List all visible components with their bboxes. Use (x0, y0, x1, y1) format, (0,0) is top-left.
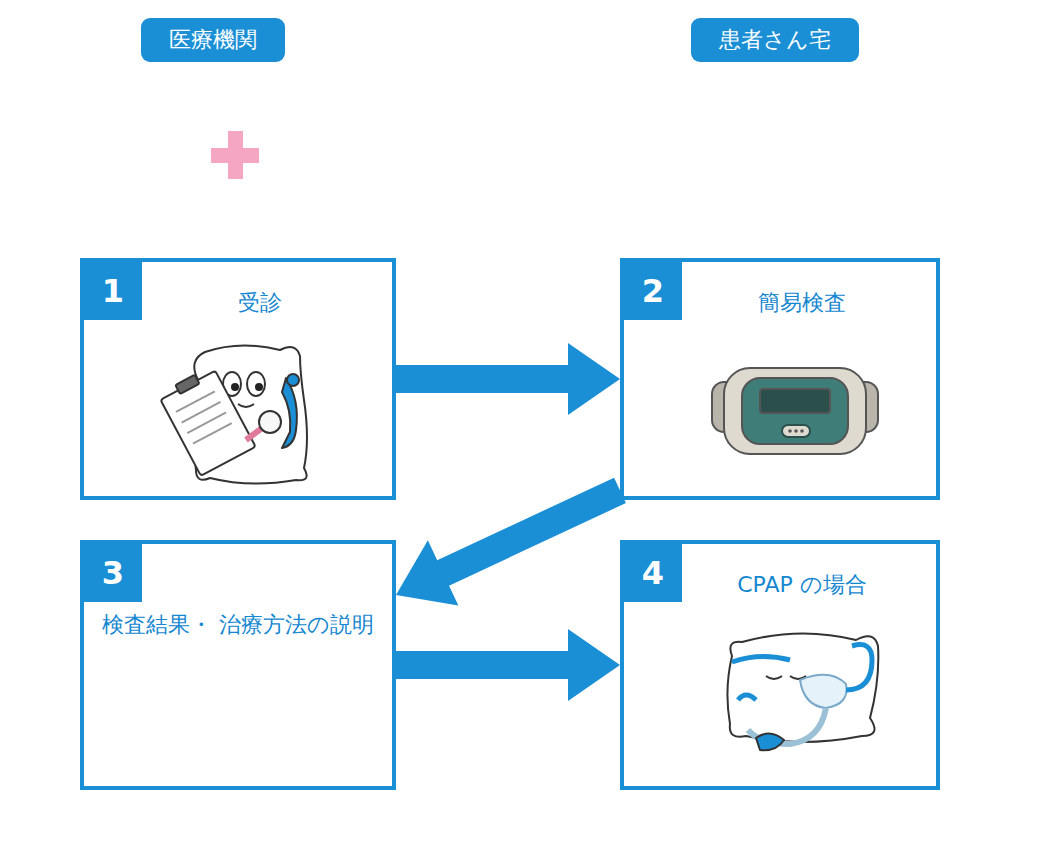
sleep-test-device-part (742, 378, 848, 444)
sleep-test-device-part (782, 425, 810, 437)
pillow-character-cpap-part (800, 675, 847, 708)
pillow-character-cpap-part (748, 708, 826, 744)
sleep-test-device-part (800, 429, 804, 433)
step-box: 1受診 (80, 258, 396, 500)
building-region: 1受診3検査結果・ 治療方法の説明医療機関 (0, 92, 472, 864)
step-number: 3 (84, 544, 142, 602)
pillow-character-writing-part-part (187, 412, 226, 433)
step-number: 2 (624, 262, 682, 320)
pillow-character-writing-part (223, 372, 241, 396)
sleep-test-device-part (794, 429, 798, 433)
sleep-test-device-part (848, 382, 878, 432)
pillow-character-writing (158, 345, 307, 483)
pillow-character-cpap (727, 633, 878, 750)
pillow-character-writing-part-part (175, 375, 199, 394)
step-number: 1 (84, 262, 142, 320)
pillow-character-cpap-part (756, 733, 784, 750)
step-title: CPAP の場合 (624, 564, 936, 607)
pillow-character-writing-part-part (193, 423, 232, 444)
sleep-test-device-part (760, 389, 830, 413)
pillow-character-writing-part (231, 383, 239, 391)
hospital-cross-part (211, 148, 259, 163)
house-roof (500, 95, 1040, 195)
pillow-character-writing-part (259, 411, 281, 433)
step-title: 検査結果・ 治療方法の説明 (84, 604, 392, 647)
pillow-character-cpap-part (790, 676, 806, 679)
pillow-character-cpap-part (846, 645, 872, 690)
pillow-character-writing-part-part (176, 391, 215, 412)
sleep-test-device-part (788, 429, 792, 433)
region-heading: 患者さん宅 (691, 18, 859, 62)
sleep-test-device-part (724, 368, 866, 454)
house-outline (563, 198, 999, 847)
step-box: 2簡易検査 (620, 258, 940, 500)
pillow-character-writing-part (193, 345, 307, 483)
sleep-test-device (712, 368, 878, 454)
hospital-cross (211, 131, 259, 179)
pillow-character-cpap-part (766, 676, 782, 679)
house-region: 2簡易検査4CPAP の場合患者さん宅 (500, 95, 1040, 855)
pillow-character-cpap-part (732, 656, 790, 662)
flow-arrow (396, 629, 620, 701)
pillow-character-cpap-part (738, 695, 756, 700)
pillow-character-cpap-part (727, 633, 878, 742)
sleep-test-device-part (712, 382, 742, 432)
flow-arrow (396, 478, 626, 606)
pillow-character-writing-part (246, 428, 262, 440)
pillow-character-writing-part (238, 404, 254, 407)
pillow-character-writing-part-part (182, 402, 221, 423)
step-title: 簡易検査 (624, 282, 936, 325)
hospital-cross-part (228, 131, 243, 179)
pillow-character-writing-part-part (160, 371, 255, 476)
pillow-character-writing-part (255, 383, 263, 391)
pillow-character-writing-part (287, 374, 299, 386)
step-box: 3検査結果・ 治療方法の説明 (80, 540, 396, 790)
region-heading: 医療機関 (141, 18, 285, 62)
pillow-character-writing-part (247, 372, 265, 396)
hospital-outline (7, 99, 465, 845)
pillow-character-writing-part (282, 378, 297, 448)
step-title: 受診 (84, 282, 392, 325)
step-number: 4 (624, 544, 682, 602)
pillow-character-writing-part (158, 365, 256, 475)
step-box: 4CPAP の場合 (620, 540, 940, 790)
flow-arrow (396, 343, 620, 415)
